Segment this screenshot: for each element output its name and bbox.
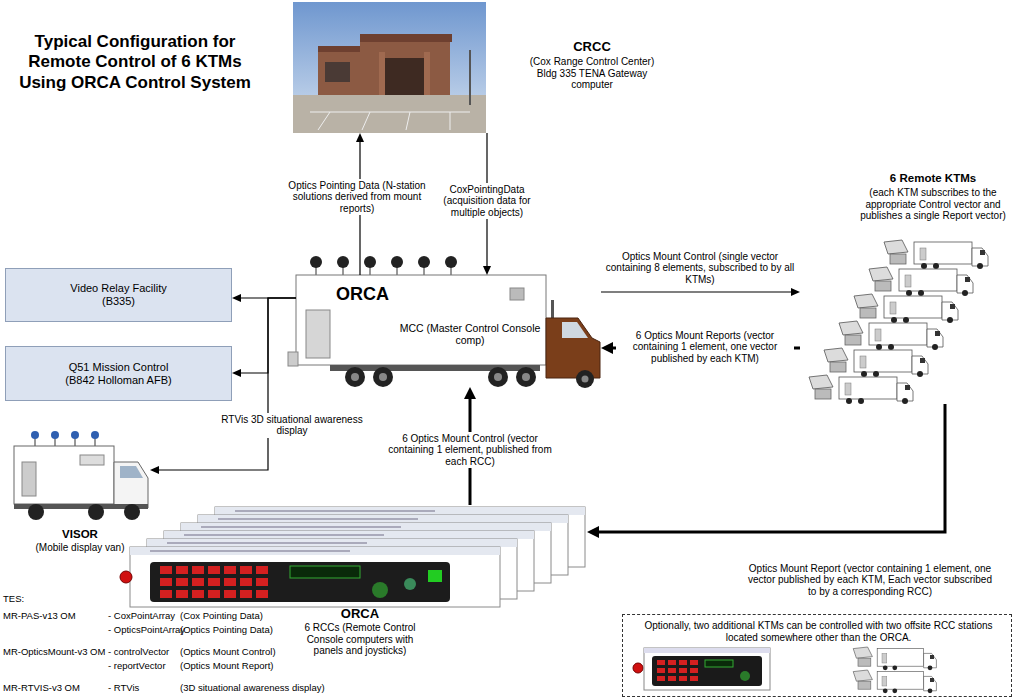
note-text: - CoxPointArray [108, 611, 175, 622]
ktm-trucks [809, 240, 988, 404]
optional-box: Optionally, two additional KTMs can be c… [622, 614, 1012, 697]
arrowhead [150, 466, 159, 474]
truck-node: ORCA MCC (Master Control Console comp) [296, 275, 601, 387]
rcc-consoles [120, 507, 585, 607]
van-node: VISOR(Mobile display van) [10, 430, 150, 522]
note-text: - controlVector [108, 647, 169, 658]
node-text: 6 RCCs (Remote Control Console computers… [295, 622, 425, 657]
arrowhead [587, 526, 599, 538]
edge-label: CoxPointingData (acquisition data for mu… [432, 183, 542, 220]
node-text: (Cox Range Control Center) Bldg 335 TENA… [522, 56, 662, 91]
note-text: - reportVector [108, 661, 166, 672]
connector [587, 404, 945, 538]
node-heading: VISOR [10, 528, 150, 541]
edge-label: Optics Mount Report (vector containing 1… [745, 562, 995, 599]
connector-line [595, 404, 945, 532]
arrowhead [483, 266, 491, 275]
node-heading: ORCA [305, 607, 415, 622]
connector [601, 288, 800, 296]
diagram-title: Typical Configuration for Remote Control… [15, 32, 255, 93]
node-heading: 6 Remote KTMs [858, 172, 1008, 185]
edge-label: Optics Mount Control (single vector cont… [601, 250, 799, 287]
note-text: (Optics Mount Report) [180, 661, 273, 672]
arrowhead [356, 133, 364, 142]
note-text: - RTVis [108, 683, 139, 694]
edge-label: Optics Pointing Data (N-station solution… [286, 179, 428, 216]
arrowhead [791, 288, 800, 296]
node-text: MCC (Master Control Console comp) [395, 322, 545, 346]
note-text: TES: [3, 594, 24, 605]
node-heading: Video Relay Facility (B335) [59, 282, 179, 307]
arrowhead [601, 342, 613, 354]
note-text: MR-OpticsMount-v3 OM [3, 647, 105, 658]
node-heading: ORCA [336, 284, 406, 305]
node-heading: Optionally, two additional KTMs can be c… [641, 620, 996, 643]
note-text: - OpticsPointArray [108, 625, 185, 636]
edge-label: 6 Optics Mount Reports (vector containin… [616, 329, 794, 366]
note-text: (Cox Pointing Data) [180, 611, 263, 622]
note-text: (Optics Pointing Data) [180, 625, 273, 636]
visor-van [14, 431, 148, 520]
node-heading: CRCC [547, 40, 637, 55]
console-group-node: ORCA6 RCCs (Remote Control Console compu… [118, 505, 587, 607]
edge-label: RTVis 3D situational awareness display [217, 413, 367, 438]
edge-label: 6 Optics Mount Control (vector containin… [381, 432, 559, 469]
arrowhead [464, 387, 476, 399]
facility-box: Q51 Mission Control (B842 Holloman AFB) [5, 346, 232, 401]
note-text: MR-PAS-v13 OM [3, 611, 76, 622]
orca-truck [288, 256, 600, 388]
connector [232, 298, 296, 377]
note-text: (3D situational awareness display) [180, 683, 325, 694]
building-node: CRCC(Cox Range Control Center) Bldg 335 … [293, 2, 486, 133]
facility-box: Video Relay Facility (B335) [5, 268, 232, 322]
arrowhead [232, 294, 241, 302]
offsite-rcc-illustration [633, 647, 936, 693]
ktm-group-node: 6 Remote KTMs(each KTM subscribes to the… [800, 238, 1010, 404]
note-text: (Optics Mount Control) [180, 647, 276, 658]
connector-line [601, 291, 794, 292]
node-text: (Mobile display van) [10, 542, 150, 554]
node-heading: Q51 Mission Control (B842 Holloman AFB) [56, 361, 181, 386]
building-photo [293, 2, 486, 133]
node-text: (each KTM subscribes to the appropriate … [858, 187, 1008, 222]
connector-line [238, 298, 296, 373]
arrowhead [232, 369, 241, 377]
note-text: MR-RTVIS-v3 OM [3, 683, 80, 694]
